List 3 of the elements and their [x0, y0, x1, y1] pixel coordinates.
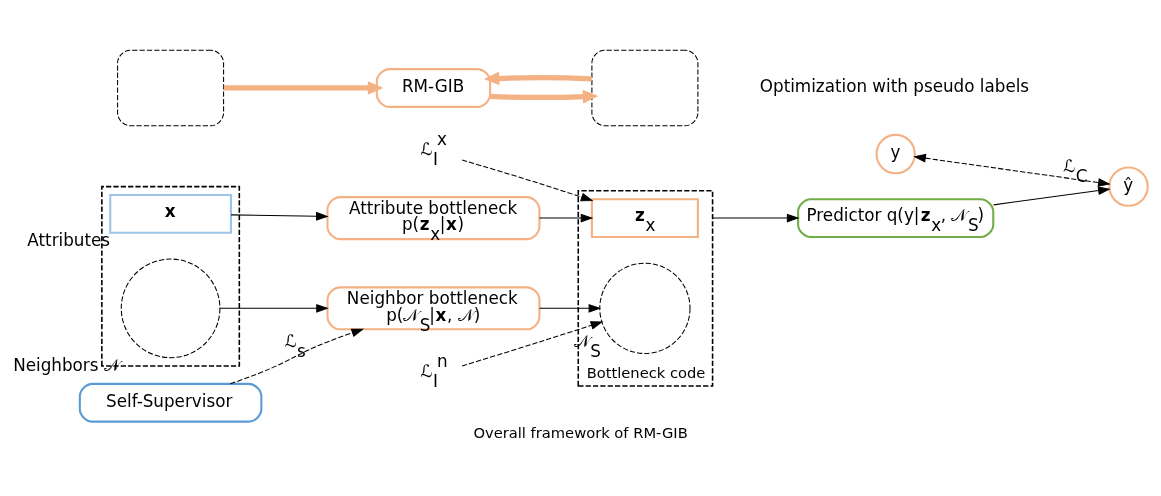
caption: Overall framework of RM-GIB: [473, 423, 688, 441]
node-label: Attributes: [27, 230, 111, 251]
label: Optimization with pseudo labels: [759, 75, 1030, 96]
